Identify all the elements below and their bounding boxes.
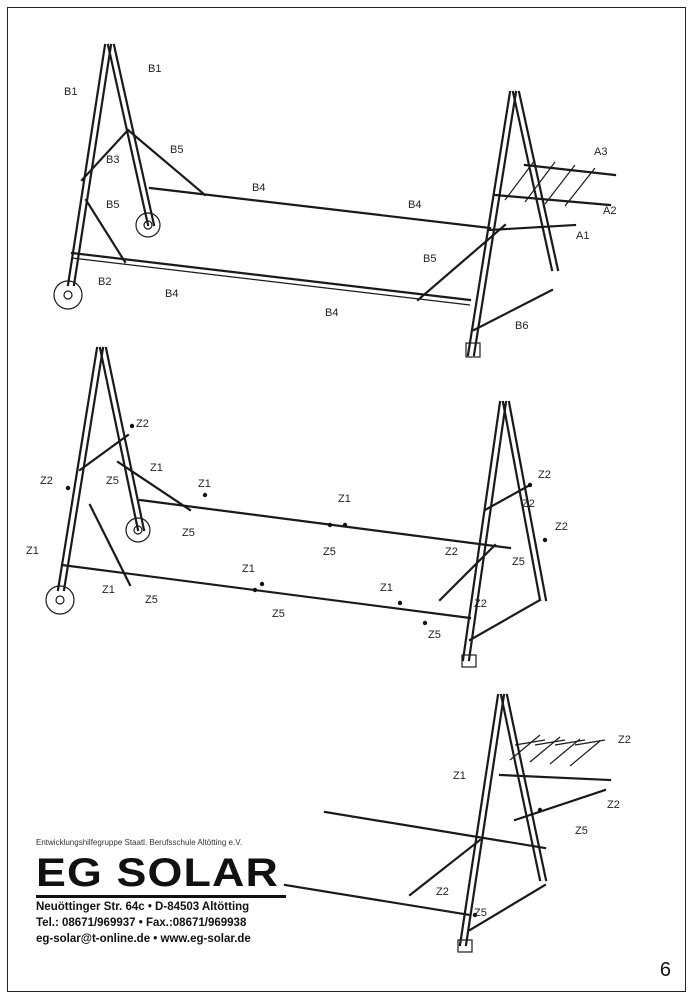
part-label: Z5 (106, 475, 119, 487)
part-label: Z1 (242, 563, 255, 575)
part-label: B4 (408, 199, 421, 211)
part-label: Z1 (102, 584, 115, 596)
email-web-line: eg-solar@t-online.de • www.eg-solar.de (36, 933, 251, 945)
eg-solar-logo: EG SOLAR (36, 851, 296, 899)
part-label: Z1 (338, 493, 351, 505)
part-label: Z2 (474, 598, 487, 610)
middle-frame-assembly (45, 346, 548, 668)
part-label: Z1 (453, 770, 466, 782)
part-label: B2 (98, 276, 111, 288)
page-border (7, 7, 686, 992)
part-label: Z1 (198, 478, 211, 490)
part-label: Z5 (428, 629, 441, 641)
part-label: Z5 (575, 825, 588, 837)
part-label: Z2 (538, 469, 551, 481)
part-label: Z2 (436, 886, 449, 898)
part-label: Z2 (555, 521, 568, 533)
part-label: B5 (170, 144, 183, 156)
phone-fax-line: Tel.: 08671/969937 • Fax.:08671/969938 (36, 917, 247, 929)
part-label: Z5 (145, 594, 158, 606)
part-label: Z2 (607, 799, 620, 811)
part-label: Z2 (445, 546, 458, 558)
part-label: Z2 (522, 498, 535, 510)
part-labels-middle: Z2 Z2 Z1 Z5 Z1 Z5 Z1 Z5 Z1 Z1 Z5 Z1 Z5 Z… (26, 418, 568, 641)
organization-tagline: Entwicklungshilfegruppe Staatl. Berufssc… (36, 838, 243, 847)
part-label: Z2 (40, 475, 53, 487)
logo-text: EG SOLAR (36, 851, 279, 895)
part-label: Z5 (272, 608, 285, 620)
part-label: B1 (64, 86, 77, 98)
part-labels-top: B1 B1 B3 B5 B5 B2 B4 B4 B4 B4 B5 B6 A1 A… (64, 63, 616, 332)
part-label: Z1 (150, 462, 163, 474)
part-label: A2 (603, 205, 616, 217)
part-label: Z2 (136, 418, 149, 430)
bottom-frame-assembly (283, 693, 612, 953)
part-label: B5 (423, 253, 436, 265)
part-labels-bottom: Z2 Z1 Z2 Z5 Z2 Z5 (436, 734, 631, 919)
part-label: B3 (106, 154, 119, 166)
publisher-footer: Entwicklungshilfegruppe Staatl. Berufssc… (36, 838, 296, 947)
part-label: Z1 (380, 582, 393, 594)
part-label: B4 (165, 288, 178, 300)
part-label: B5 (106, 199, 119, 211)
part-label: B4 (252, 182, 265, 194)
part-label: Z5 (512, 556, 525, 568)
part-label: A1 (576, 230, 589, 242)
part-label: Z5 (323, 546, 336, 558)
page-number: 6 (659, 959, 671, 981)
top-frame-assembly (53, 43, 617, 358)
part-label: Z2 (618, 734, 631, 746)
part-label: B6 (515, 320, 528, 332)
part-label: Z5 (182, 527, 195, 539)
part-label: A3 (594, 146, 607, 158)
logo-underline (36, 895, 286, 898)
part-label: B4 (325, 307, 338, 319)
part-label: B1 (148, 63, 161, 75)
part-label: Z5 (474, 907, 487, 919)
address-line: Neuöttinger Str. 64c • D-84503 Altötting (36, 901, 250, 913)
part-label: Z1 (26, 545, 39, 557)
